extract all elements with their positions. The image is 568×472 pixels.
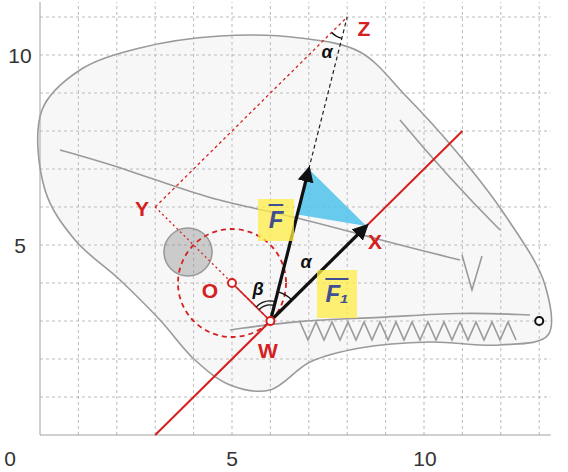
grid-line xyxy=(539,2,540,435)
muscle-line xyxy=(155,131,462,435)
cranium-line xyxy=(60,150,460,260)
force-label-box: F₁ xyxy=(317,270,357,318)
point-label: Y xyxy=(135,198,149,219)
force-vector xyxy=(270,169,308,321)
skull-drawing xyxy=(38,35,552,391)
force-extension xyxy=(309,17,347,169)
axis-number: 10 xyxy=(8,45,31,66)
point-label: W xyxy=(258,340,278,361)
point-label: Z xyxy=(358,18,371,39)
angle-label: α xyxy=(300,253,311,271)
force-label: F₁ xyxy=(325,281,348,307)
axis-number: 0 xyxy=(4,448,16,469)
skull-outline xyxy=(38,35,552,391)
rotation-circle xyxy=(178,229,286,337)
grid-line xyxy=(40,17,551,18)
axis-number: 10 xyxy=(413,448,436,469)
point-label: O xyxy=(202,280,218,301)
nasal-line xyxy=(400,120,500,230)
grid-line xyxy=(40,435,551,436)
teeth xyxy=(300,322,516,340)
grid-line xyxy=(40,2,41,435)
angle-arc xyxy=(278,292,292,300)
parallel-dashed xyxy=(155,17,347,207)
perpendicular-dashed xyxy=(155,207,270,321)
force-label-box: F xyxy=(258,199,294,241)
point-label: X xyxy=(368,231,382,252)
angle-label: α xyxy=(321,43,332,61)
angle-label: β xyxy=(252,280,263,298)
grid-line xyxy=(40,397,551,398)
canine xyxy=(462,255,482,290)
force-label: F xyxy=(269,207,284,233)
angle-arc xyxy=(332,32,342,38)
angle-arc xyxy=(256,301,275,307)
axis-number: 5 xyxy=(14,235,26,256)
attachment-point xyxy=(266,317,274,325)
pivot-point xyxy=(228,279,236,287)
axis-number: 5 xyxy=(226,448,238,469)
bite-point xyxy=(535,317,543,325)
